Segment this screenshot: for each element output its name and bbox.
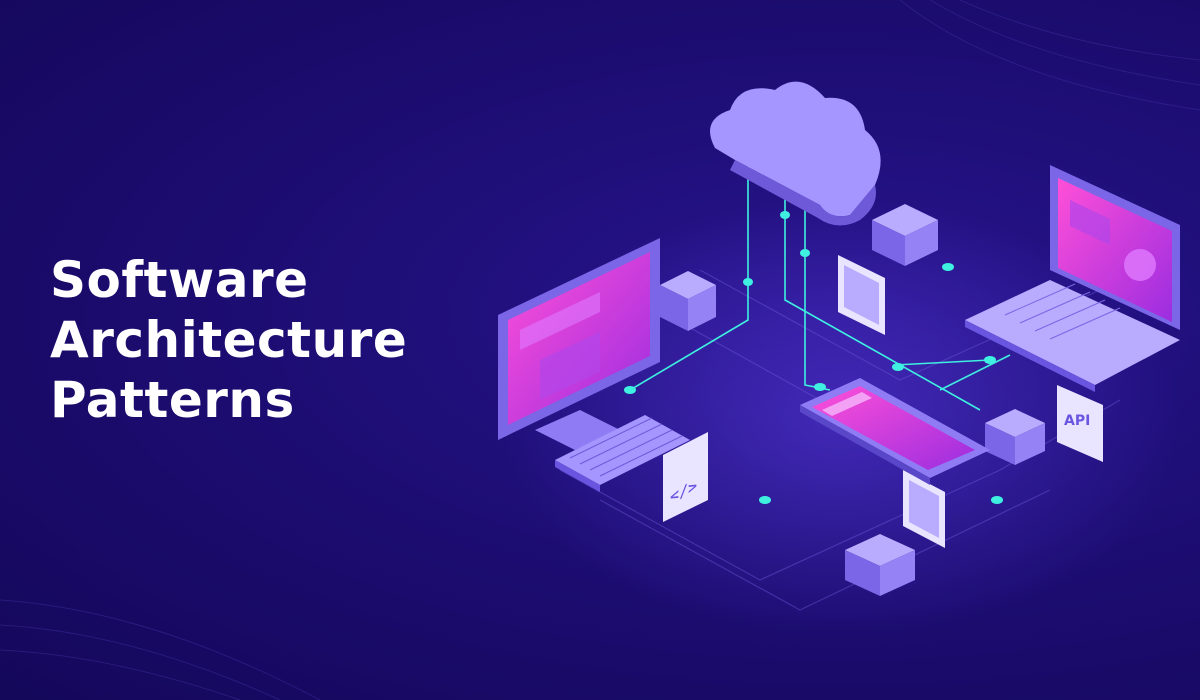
title-line-3: Patterns: [50, 371, 295, 429]
code-card-icon: </>: [663, 432, 708, 522]
server-cube-icon: [660, 204, 1045, 596]
api-card-icon: API: [1057, 385, 1103, 462]
cloud-icon: [710, 81, 881, 226]
page-title: Software Architecture Patterns: [50, 250, 407, 430]
image-card-icon: [838, 255, 945, 548]
desktop-monitor-icon: [498, 238, 660, 450]
smartphone-icon: [800, 378, 990, 485]
title-line-1: Software: [50, 251, 309, 309]
keyboard-icon: [555, 415, 690, 492]
laptop-icon: [965, 165, 1180, 392]
connection-nodes: [624, 167, 1003, 504]
api-card-label: API: [1064, 413, 1090, 429]
title-line-2: Architecture: [50, 311, 408, 369]
